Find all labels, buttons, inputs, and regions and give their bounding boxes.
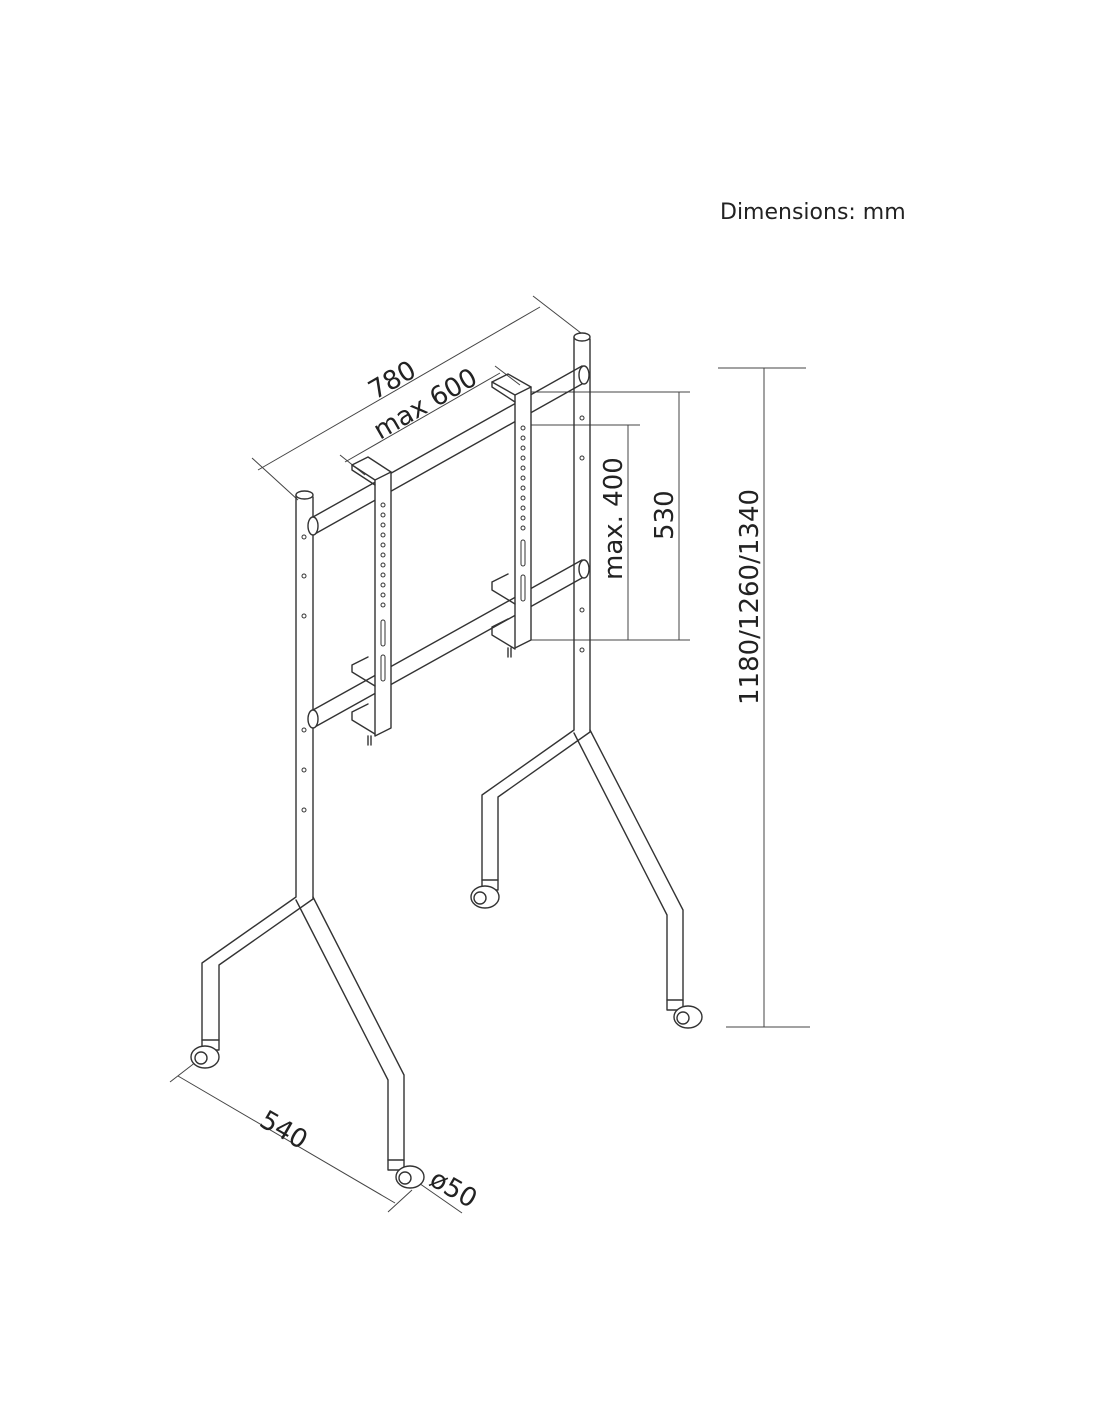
units-note: Dimensions: mm bbox=[720, 200, 906, 225]
caster-rear-right bbox=[666, 999, 703, 1029]
caster-front-right bbox=[387, 1159, 425, 1189]
caster-rear-left bbox=[470, 879, 500, 909]
left-vesa-bracket bbox=[351, 456, 392, 746]
right-vesa-bracket bbox=[491, 373, 532, 658]
front-left-post bbox=[201, 490, 405, 1161]
dim-label-540: 540 bbox=[255, 1105, 313, 1156]
dim-label-530: 530 bbox=[650, 490, 680, 540]
rear-right-post bbox=[481, 332, 684, 1001]
depth-540-dimension: 540 bbox=[169, 1054, 413, 1213]
height-overall-dimension: 1180/1260/1340 bbox=[718, 367, 810, 1028]
lower-cross-rail bbox=[307, 559, 590, 729]
dim-label-overall-height: 1180/1260/1340 bbox=[735, 489, 765, 705]
rail-530-dimension: 530 bbox=[525, 391, 690, 641]
dim-label-max400: max. 400 bbox=[599, 457, 629, 580]
caster-front-left bbox=[190, 1039, 220, 1069]
height-max400-dimension: max. 400 bbox=[520, 424, 640, 641]
upper-cross-rail bbox=[307, 365, 590, 536]
